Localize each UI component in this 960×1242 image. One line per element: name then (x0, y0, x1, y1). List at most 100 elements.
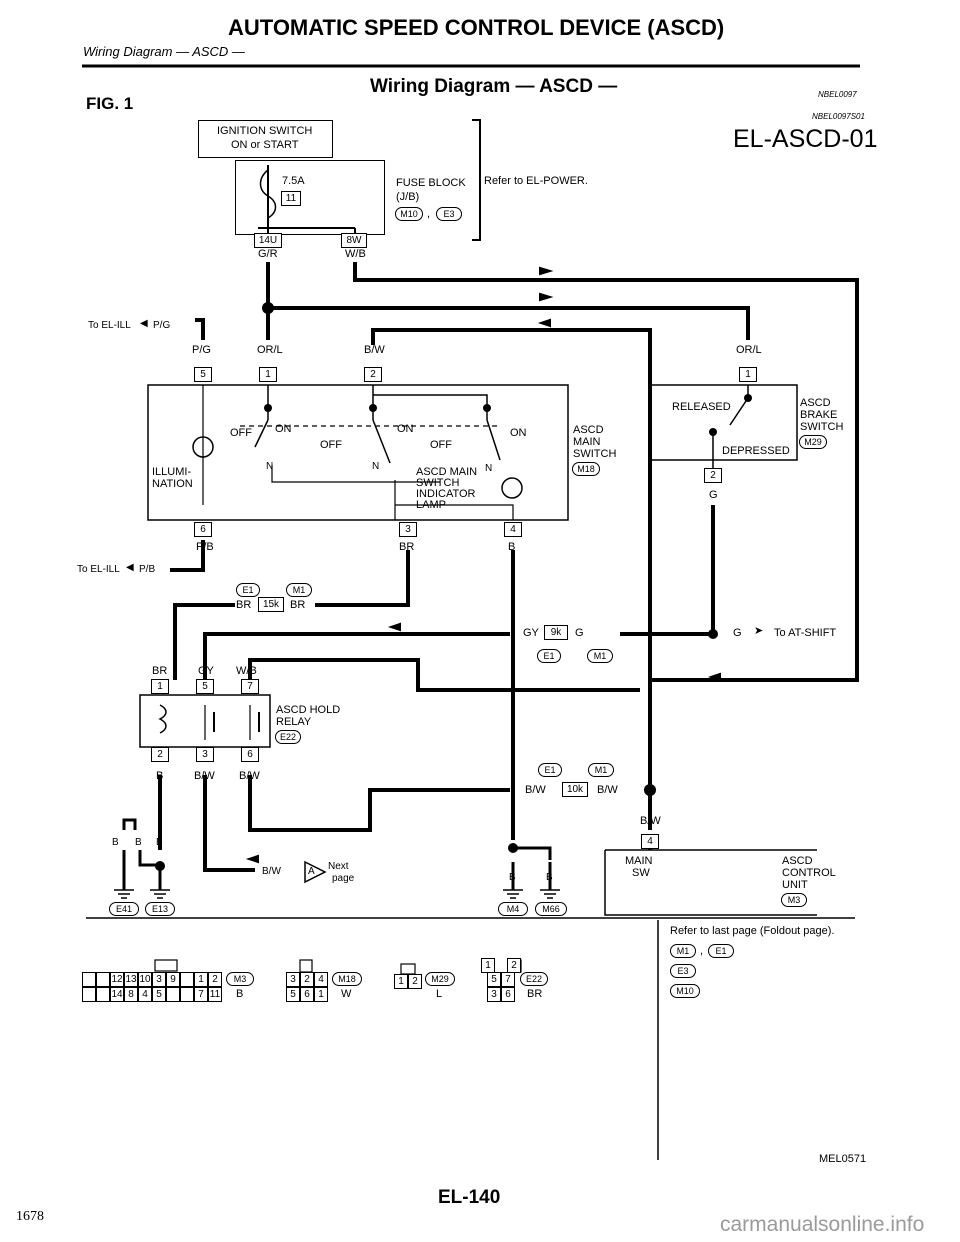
joint3-conn-m1: M1 (588, 763, 614, 777)
legend-refer: Refer to last page (Foldout page). (670, 925, 835, 937)
joint1-wire-1: BR (236, 599, 252, 611)
ground-wire-b-5: B (546, 872, 553, 883)
wire-orl-2: OR/L (736, 344, 762, 356)
to-el-ill-2: To EL-ILL (77, 564, 120, 575)
main-switch-pin-1: 1 (259, 367, 277, 382)
brake-switch-pin-2: 2 (704, 468, 722, 483)
next-page-text-1: Next (328, 861, 349, 872)
illumination-label-1: ILLUMI- (152, 466, 192, 478)
control-unit-name-1: ASCD (782, 855, 813, 867)
m3-top-8 (180, 972, 194, 987)
fuse-conn-sep: , (427, 208, 431, 220)
indicator-label-1: ASCD MAIN (416, 466, 478, 478)
brake-switch-name-2: BRAKE (800, 409, 838, 421)
m3-bottom-2 (96, 987, 110, 1002)
fuse-rating: 7.5A (282, 175, 305, 187)
m3-top-5: 10 (138, 972, 152, 987)
ground-conn-m66: M66 (535, 902, 567, 916)
relay-wire-wb: W/B (236, 665, 257, 677)
main-switch-name-1: ASCD (573, 424, 604, 436)
next-page-letter: A (308, 866, 315, 877)
ground-wire-b-3: B (156, 837, 163, 848)
fuse-pin-14u: 14U (254, 233, 282, 248)
relay-pin-6: 6 (241, 747, 259, 762)
relay-pin-2: 2 (151, 747, 169, 762)
control-unit-name-3: UNIT (782, 879, 808, 891)
main-switch-n-3: N (485, 463, 493, 474)
m3-bottom-6: 5 (152, 987, 166, 1002)
wire-orl: OR/L (257, 344, 283, 356)
control-unit-name-2: CONTROL (782, 867, 836, 879)
brake-released-label: RELEASED (672, 401, 731, 413)
joint2-pin: 9k (544, 625, 568, 640)
m3-top-10: 2 (208, 972, 222, 987)
fuse-conn-e3: E3 (436, 207, 462, 221)
ground-wire-b-1: B (112, 837, 119, 848)
m3-bottom-5: 4 (138, 987, 152, 1002)
m3-top-9: 1 (194, 972, 208, 987)
figure-code: MEL0571 (819, 1153, 867, 1165)
main-switch-on-2: ON (397, 423, 414, 435)
brake-depressed-label: DEPRESSED (722, 445, 790, 457)
brake-switch-name-1: ASCD (800, 397, 831, 409)
m18-bottom-3: 1 (314, 987, 328, 1002)
joint3-pin: 10k (562, 782, 588, 797)
joint2-conn-m1: M1 (587, 649, 613, 663)
main-switch-off-2: OFF (320, 439, 342, 451)
ignition-switch-state: ON or START (231, 139, 299, 151)
main-switch-n-1: N (266, 461, 274, 472)
relay-wire-b: B (156, 770, 164, 782)
wire-b: B (508, 541, 516, 553)
main-switch-name-2: MAIN (573, 436, 601, 448)
m18-name: M18 (332, 972, 362, 986)
brake-switch-conn: M29 (799, 435, 827, 449)
fuse-block-jb: (J/B) (396, 191, 420, 203)
e22-color: BR (527, 988, 543, 1000)
m3-top-6: 3 (152, 972, 166, 987)
joint2-wire-2: G (575, 627, 584, 639)
m29-name: M29 (425, 972, 455, 986)
e22-top-1: 5 (487, 972, 501, 987)
ground-conn-e13: E13 (145, 902, 175, 916)
joint3-wire-1: B/W (525, 784, 546, 796)
main-switch-on-3: ON (510, 427, 527, 439)
legend-sep: , (700, 945, 704, 957)
fuse-pin-8w: 8W (341, 233, 367, 248)
main-switch-pin-3: 3 (399, 522, 417, 537)
relay-pin-7: 7 (241, 679, 259, 694)
wire-wb: W/B (345, 248, 366, 260)
brake-switch-name-3: SWITCH (800, 421, 844, 433)
ignition-switch-label: IGNITION SWITCH (217, 125, 313, 137)
to-atshift-label: To AT-SHIFT (774, 627, 837, 639)
relay-wire-bw-2: B/W (239, 770, 260, 782)
relay-wire-gy: GY (198, 665, 214, 677)
joint1-pin: 15k (258, 597, 284, 612)
m29-pin-2: 2 (408, 974, 422, 989)
control-unit-main-1: MAIN (625, 855, 653, 867)
control-unit-conn: M3 (781, 893, 807, 907)
indicator-label-4: LAMP (416, 499, 446, 511)
m3-bottom-3: 14 (110, 987, 124, 1002)
reference-code: EL-ASCD-01 (733, 125, 878, 153)
legend-e1: E1 (708, 944, 734, 958)
relay-pin-1: 1 (151, 679, 169, 694)
m3-top-1 (82, 972, 96, 987)
e22-tab-2: 2 (507, 958, 521, 973)
relay-wire-br: BR (152, 665, 168, 677)
m29-pin-1: 1 (394, 974, 408, 989)
m18-bottom-2: 6 (300, 987, 314, 1002)
diagram-code-2: NBEL0097S01 (812, 112, 865, 121)
illumination-label-2: NATION (152, 478, 193, 490)
joint2-conn-e1: E1 (537, 649, 561, 663)
to-atshift-wire: G (733, 627, 742, 639)
m18-top-1: 3 (286, 972, 300, 987)
indicator-label-2: SWITCH (416, 477, 460, 489)
m3-bottom-9: 7 (194, 987, 208, 1002)
m3-name: M3 (226, 972, 254, 986)
joint3-conn-e1: E1 (538, 763, 562, 777)
m3-top-2 (96, 972, 110, 987)
legend-m1: M1 (670, 944, 696, 958)
m3-bottom-10: 11 (208, 987, 222, 1002)
main-switch-pin-2: 2 (364, 367, 382, 382)
